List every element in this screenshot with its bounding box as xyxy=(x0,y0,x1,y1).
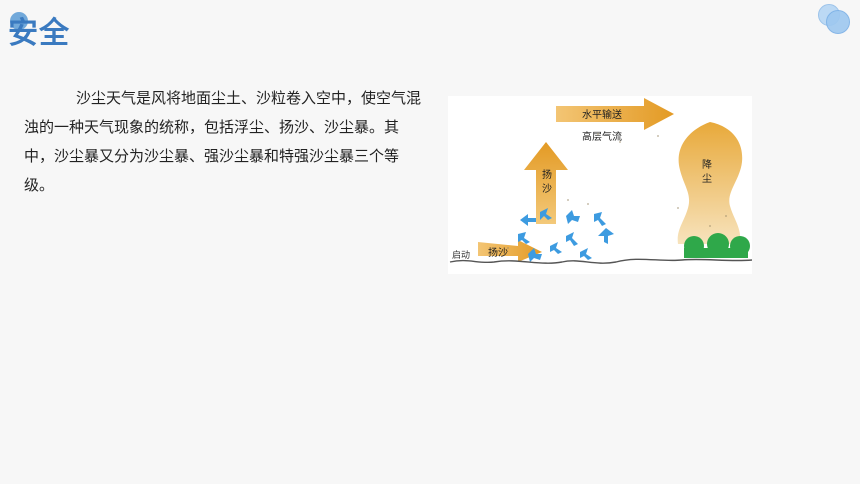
upper-airflow-label: 高层气流 xyxy=(582,130,622,143)
title-dot-decoration xyxy=(10,12,28,30)
sand-raise-label: 扬沙 xyxy=(488,246,508,259)
start-label: 启动 xyxy=(452,249,470,261)
dust-fall-label-1: 降 xyxy=(702,158,712,171)
speckle xyxy=(567,199,569,201)
uplift-arrow xyxy=(524,142,568,224)
speckle xyxy=(597,133,599,135)
speckle xyxy=(709,225,711,227)
swirl-arrow-8 xyxy=(550,242,562,254)
uplift-label-1: 扬 xyxy=(542,168,552,181)
swirl-arrow-7 xyxy=(518,232,530,244)
trees xyxy=(684,233,750,258)
speckle xyxy=(507,247,509,249)
swirl-arrow-1 xyxy=(520,214,536,226)
dust-fall-label-2: 尘 xyxy=(702,173,712,185)
swirl-arrow-9 xyxy=(580,248,592,260)
speckle xyxy=(677,207,679,209)
speckle xyxy=(657,135,659,137)
sand-raise-arrow xyxy=(478,240,542,262)
dust-speckles xyxy=(507,133,727,249)
sandstorm-diagram: 水平输送 高层气流 降 尘 扬 沙 扬沙 启动 xyxy=(448,96,752,274)
speckle xyxy=(725,215,727,217)
bubble-decoration-right xyxy=(826,10,850,34)
swirl-arrows xyxy=(518,208,614,262)
body-paragraph: 沙尘天气是风将地面尘土、沙粒卷入空中，使空气混浊的一种天气现象的统称，包括浮尘、… xyxy=(24,84,424,200)
swirl-arrow-4 xyxy=(594,212,606,226)
title-area: 安全 xyxy=(6,4,86,51)
horizontal-transport-label: 水平输送 xyxy=(582,108,622,121)
speckle xyxy=(587,203,589,205)
dust-plume xyxy=(677,122,743,244)
ground-line xyxy=(449,258,752,264)
swirl-arrow-2 xyxy=(540,208,552,220)
speckle xyxy=(619,141,621,143)
horizontal-transport-arrow xyxy=(556,98,674,130)
uplift-label-2: 沙 xyxy=(542,183,552,195)
swirl-arrow-10 xyxy=(528,248,542,262)
bubbles-decoration xyxy=(818,4,852,34)
paragraph-text: 沙尘天气是风将地面尘土、沙粒卷入空中，使空气混浊的一种天气现象的统称，包括浮尘、… xyxy=(24,89,422,194)
swirl-arrow-3 xyxy=(566,210,580,224)
page-title: 安全 xyxy=(8,16,70,51)
swirl-arrow-5 xyxy=(598,228,614,244)
tree-base xyxy=(684,248,748,258)
swirl-arrow-6 xyxy=(566,232,578,246)
